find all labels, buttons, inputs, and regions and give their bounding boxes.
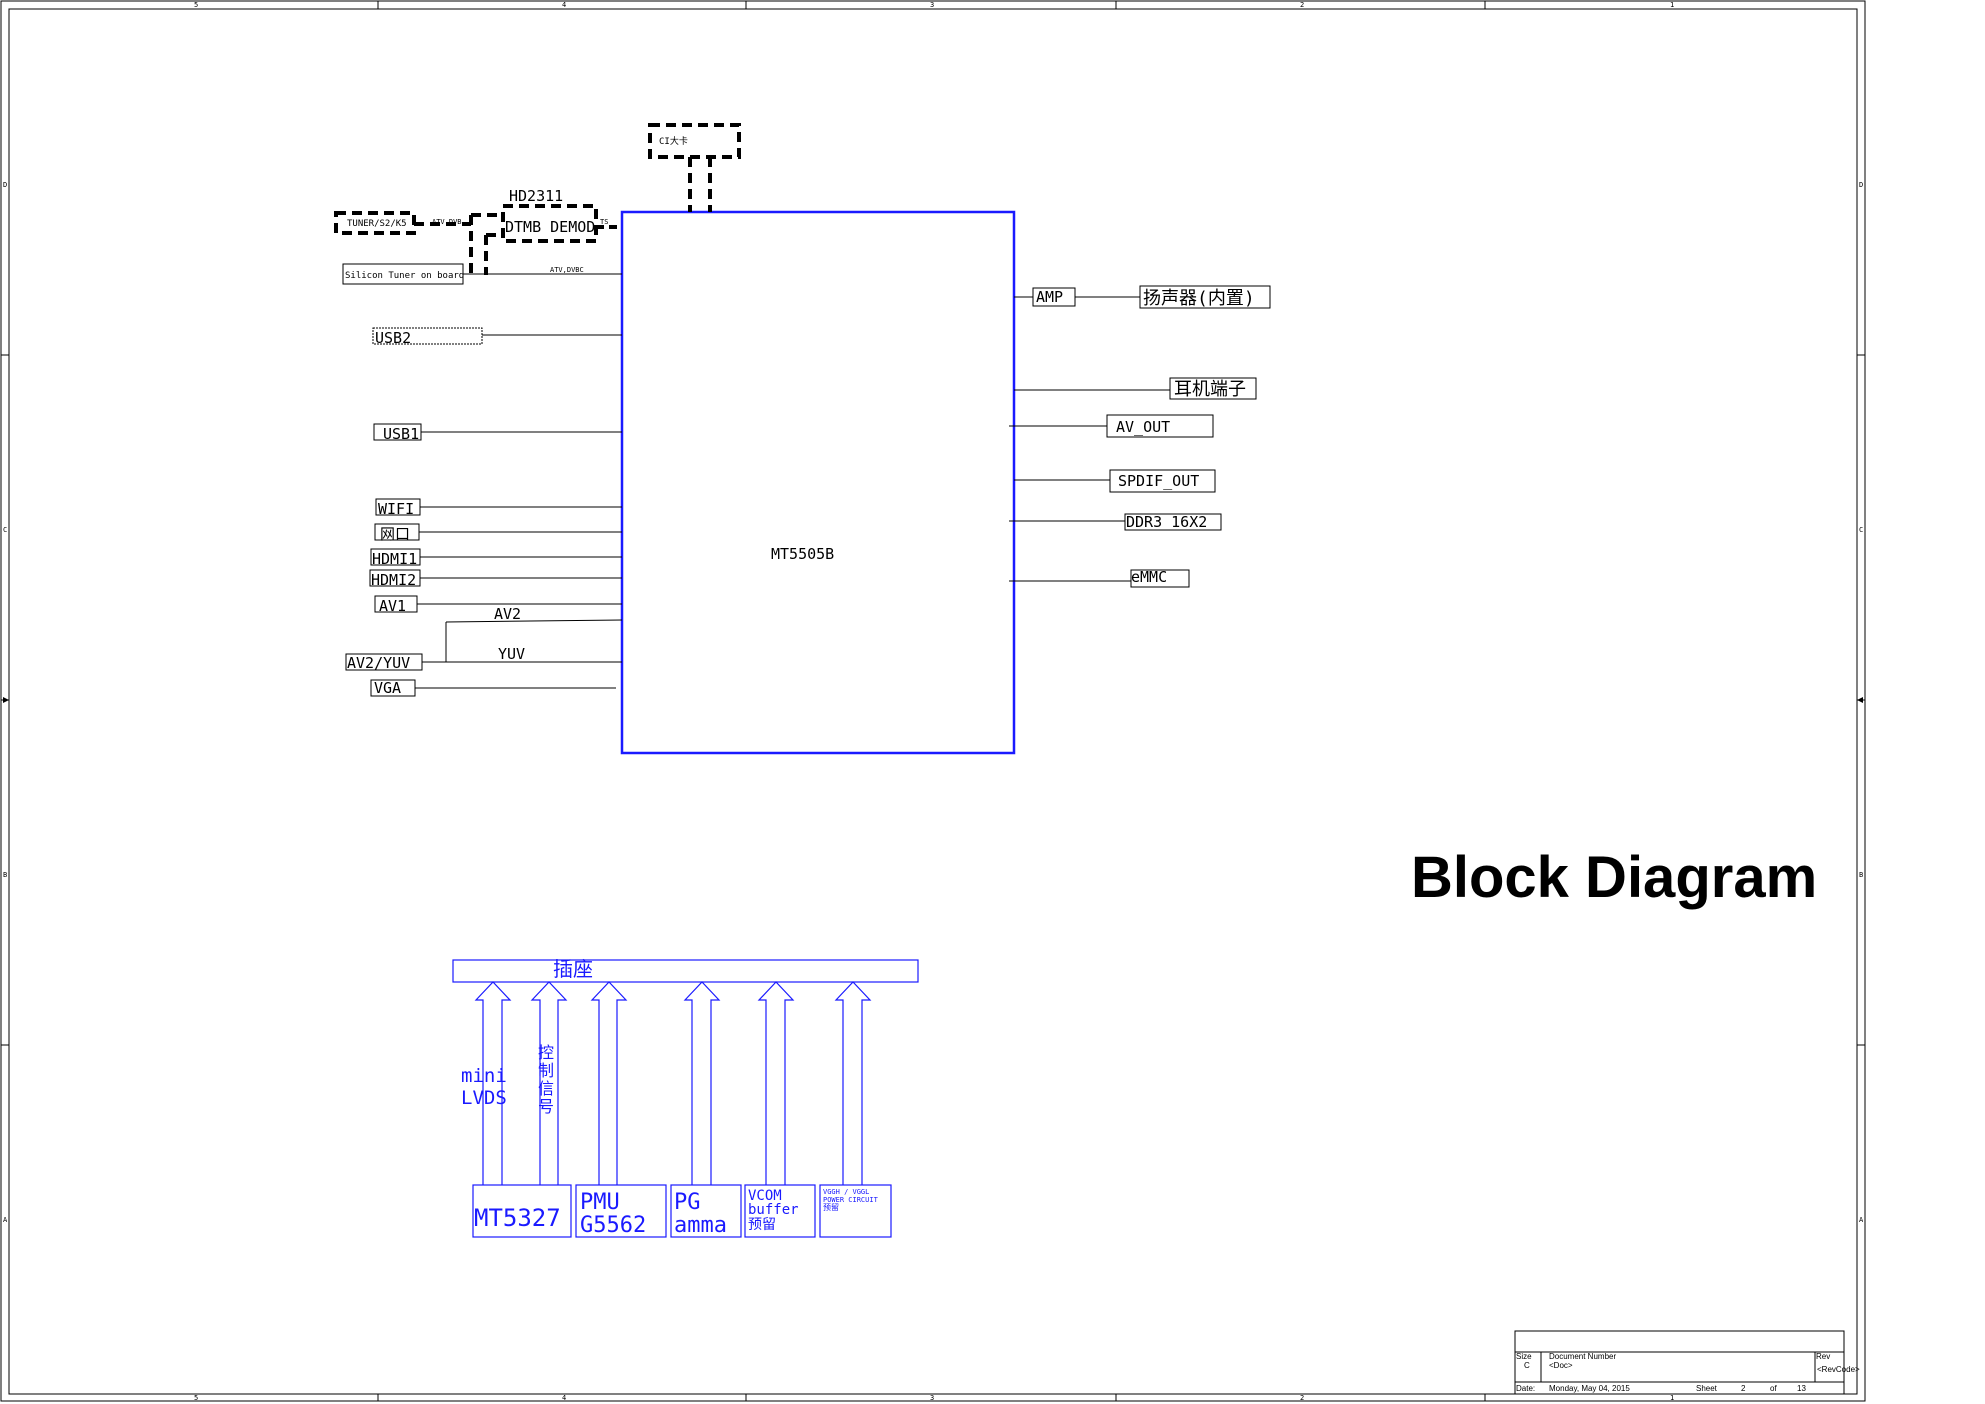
center-marker-icon (3, 697, 1863, 703)
doc-label: Document Number (1549, 1352, 1616, 1361)
title-block (1514, 1330, 1845, 1395)
pmu-label: PMU (580, 1190, 620, 1215)
row-label: D (1859, 181, 1863, 189)
row-label: B (3, 871, 7, 879)
ddr-label: DDR3 16X2 (1126, 513, 1207, 531)
ci-card-label: CI大卡 (659, 135, 688, 147)
ctrl-char: 控 (538, 1043, 554, 1062)
vga-label: VGA (374, 679, 401, 697)
frame-labels: 5 4 3 2 1 5 4 3 2 1 D C B A D C B A (3, 1, 1864, 1402)
panel-labels: 插座 mini LVDS 控 制 信 号 MT5327 PMU G5562 PG… (461, 957, 879, 1238)
ts-label: TS (600, 218, 608, 226)
lvds-label: LVDS (461, 1087, 507, 1109)
rev-value: <RevCode> (1817, 1365, 1860, 1374)
power-label: VGGH / VGGL (823, 1188, 869, 1196)
sheet-value: 2 (1741, 1384, 1746, 1393)
pg-label: PG (674, 1190, 701, 1215)
hdmi1-label: HDMI1 (372, 550, 417, 568)
demod-part-label: HD2311 (509, 187, 563, 205)
col-label: 1 (1670, 1394, 1674, 1402)
av-out-label: AV_OUT (1116, 418, 1170, 436)
connector-label: 插座 (553, 957, 593, 981)
row-label: D (3, 181, 7, 189)
atv-label: ATV,DVBC (550, 266, 584, 274)
col-label: 3 (930, 1, 934, 9)
power-reserve-label: 预留 (823, 1202, 839, 1212)
left-inputs (345, 327, 623, 697)
spdif-label: SPDIF_OUT (1118, 472, 1199, 490)
usb2-label: USB2 (375, 329, 411, 347)
col-label: 4 (562, 1394, 566, 1402)
doc-value: <Doc> (1549, 1361, 1573, 1370)
vcom-label: VCOM (748, 1188, 782, 1204)
ci-card: CI大卡 (648, 123, 741, 212)
left-input-labels: USB2 USB1 WIFI 网口 HDMI1 HDMI2 AV1 AV2/YU… (347, 329, 525, 697)
row-label: A (1859, 1216, 1864, 1224)
col-label: 2 (1300, 1, 1304, 9)
emmc-label: eMMC (1131, 568, 1167, 586)
date-value: Monday, May 04, 2015 (1549, 1384, 1630, 1393)
ctrl-char: 号 (538, 1097, 554, 1116)
tuner-group: TUNER/S2/K5 ATV,DVB HD2311 DTMB DEMOD TS… (334, 187, 622, 285)
col-label: 4 (562, 1, 566, 9)
col-label: 5 (194, 1, 198, 9)
lan-label: 网口 (380, 525, 410, 543)
tcon-label: MT5327 (474, 1204, 561, 1232)
date-label: Date: (1516, 1384, 1535, 1393)
col-label: 1 (1670, 1, 1674, 9)
sheet-label: Sheet (1696, 1384, 1718, 1393)
tuner-module-label: TUNER/S2/K5 (347, 219, 407, 229)
row-label: C (3, 526, 7, 534)
speaker-label: 扬声器(内置) (1143, 288, 1255, 309)
row-label: A (3, 1216, 8, 1224)
hdmi2-label: HDMI2 (371, 571, 416, 589)
demod-label: DTMB DEMOD (505, 218, 595, 236)
size-label: Size (1516, 1352, 1532, 1361)
usb1-label: USB1 (383, 425, 419, 443)
av2-yuv-label: AV2/YUV (347, 654, 410, 672)
av1-label: AV1 (379, 597, 406, 615)
page-title: Block Diagram (1411, 845, 1817, 910)
col-label: 3 (930, 1394, 934, 1402)
ctrl-char: 信 (538, 1079, 554, 1098)
ctrl-char: 制 (538, 1061, 554, 1080)
earphone-label: 耳机端子 (1174, 379, 1246, 400)
amp-label: AMP (1036, 288, 1063, 306)
size-value: C (1524, 1361, 1530, 1370)
title-block-text: Size C Document Number <Doc> Rev <RevCod… (1516, 1352, 1860, 1393)
pmu-part-label: G5562 (580, 1213, 646, 1238)
row-label: C (1859, 526, 1863, 534)
right-outputs (1009, 285, 1271, 588)
wifi-label: WIFI (378, 500, 414, 518)
row-label: B (1859, 871, 1863, 879)
of-label: of (1770, 1384, 1777, 1393)
vcom-buffer-label: buffer (748, 1202, 799, 1218)
av2-label: AV2 (494, 605, 521, 623)
soc-block (620, 210, 1016, 755)
col-label: 5 (194, 1394, 198, 1402)
right-output-labels: AMP 扬声器(内置) 耳机端子 AV_OUT SPDIF_OUT DDR3 1… (1036, 288, 1255, 586)
yuv-label: YUV (498, 645, 525, 663)
silicon-tuner-label: Silicon Tuner on board (345, 271, 464, 281)
of-value: 13 (1797, 1384, 1806, 1393)
mini-label: mini (461, 1065, 507, 1087)
col-label: 2 (1300, 1394, 1304, 1402)
gamma-label: amma (674, 1213, 727, 1238)
rev-label: Rev (1816, 1352, 1830, 1361)
power-circuit-label: POWER CIRCUIT (823, 1196, 879, 1204)
soc-label: MT5505B (771, 545, 834, 563)
panel-section (452, 959, 919, 1238)
vcom-reserve-label: 预留 (748, 1217, 776, 1233)
if-label: ATV,DVB (432, 218, 462, 226)
